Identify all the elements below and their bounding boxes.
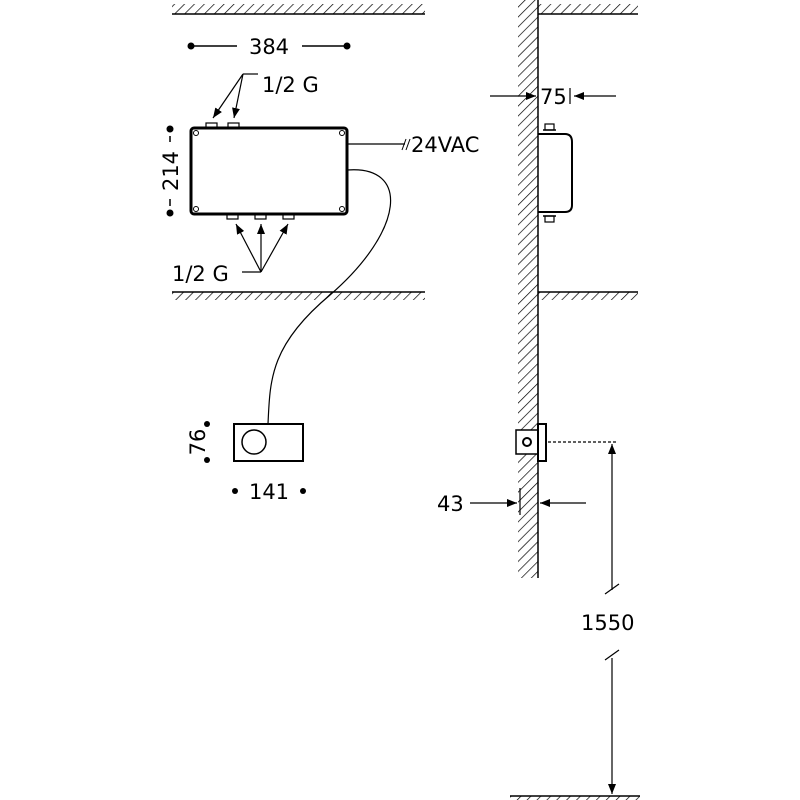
dimension-sensor-depth: 43 — [437, 488, 586, 516]
floor-hatch-left — [172, 291, 425, 300]
dimension-box-width: 384 — [187, 35, 351, 59]
top-connection-callout: 1/2 G — [212, 73, 319, 119]
dimension-sensor-width: 141 — [232, 480, 306, 504]
dimension-box-height: 214 — [159, 125, 183, 217]
top-connection-label: 1/2 G — [262, 73, 319, 97]
bottom-connection-callout: 1/2 G — [172, 223, 289, 286]
power-label: 24VAC — [411, 133, 479, 157]
dimension-mount-height: 1550 — [581, 444, 634, 794]
control-box-side — [538, 123, 573, 223]
sensor-width-label: 141 — [249, 480, 289, 504]
sensor-front — [233, 423, 304, 462]
sensor-depth-label: 43 — [437, 492, 464, 516]
sensor-side — [515, 423, 616, 462]
box-height-label: 214 — [159, 151, 183, 191]
wall-section — [510, 0, 640, 800]
ceiling-hatch-left — [172, 4, 425, 15]
dimension-box-depth: 75 — [490, 85, 616, 109]
dimension-sensor-height: 76 — [186, 421, 210, 463]
box-depth-label: 75 — [540, 85, 567, 109]
control-box-front — [189, 122, 411, 425]
mount-height-label: 1550 — [581, 611, 634, 635]
sensor-height-label: 76 — [186, 429, 210, 456]
bottom-connection-label: 1/2 G — [172, 262, 229, 286]
box-width-label: 384 — [249, 35, 289, 59]
